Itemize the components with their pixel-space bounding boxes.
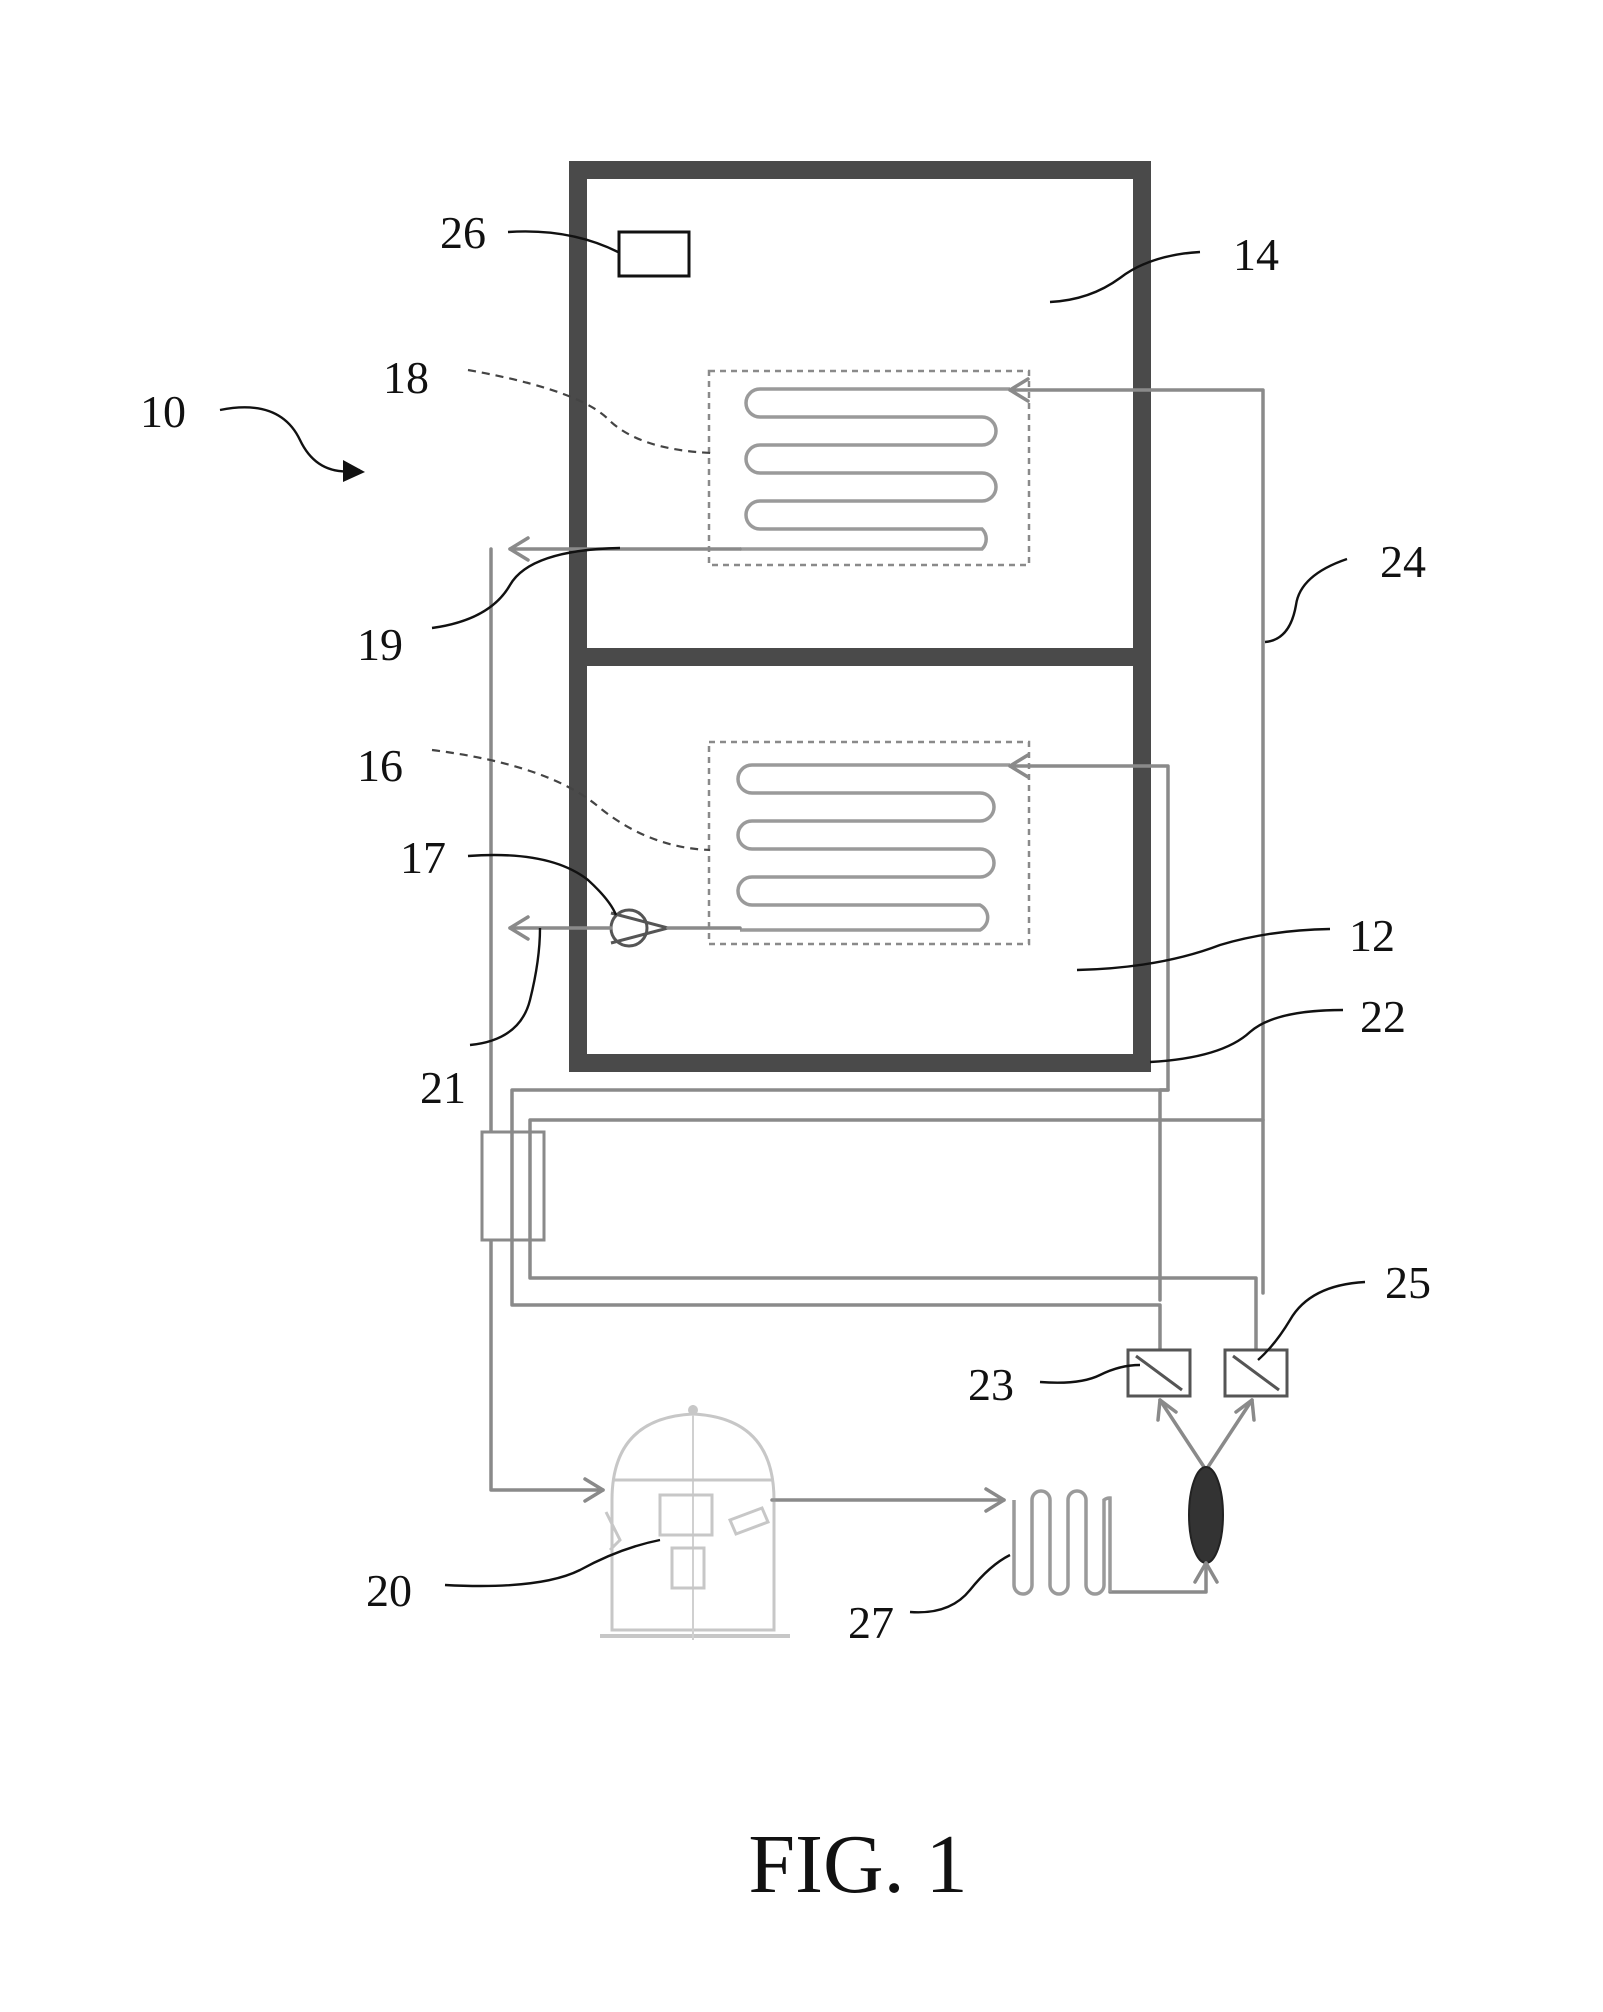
drier-inlet-arrow [1193, 1561, 1219, 1584]
compressor-motor [658, 1493, 714, 1537]
filter-drier [1188, 1466, 1224, 1564]
expansion-valve-lower [1126, 1348, 1192, 1398]
check-valve [609, 908, 742, 948]
drier-inlet-line [1108, 1561, 1208, 1594]
expansion-valve-upper [1223, 1348, 1289, 1398]
upper-evaporator-coil [740, 387, 1010, 551]
leader-12 [1076, 927, 1331, 972]
label-23: 23 [968, 1359, 1014, 1410]
compressor-inlet-fitting [604, 1511, 622, 1552]
suction-return-line [489, 547, 605, 1492]
leader-18 [467, 368, 713, 455]
compressor [600, 1405, 790, 1640]
leader-10-arrow [343, 460, 365, 482]
label-24: 24 [1380, 536, 1426, 587]
leader-24 [1264, 557, 1348, 644]
leader-21 [469, 927, 542, 1047]
lower-supply-arrow [1008, 753, 1030, 779]
leader-22 [1149, 1008, 1344, 1064]
upper-evaporator [707, 369, 1031, 567]
compressor-pump [670, 1546, 706, 1590]
label-10: 10 [140, 386, 186, 437]
label-27: 27 [848, 1597, 894, 1648]
refrigerator-cabinet [569, 161, 1151, 1072]
leader-19 [431, 546, 621, 630]
figure-caption: FIG. 1 [748, 1818, 967, 1911]
upper-suction-arrow [508, 536, 530, 562]
lower-evaporator [707, 740, 1031, 946]
lower-suction-arrow [508, 915, 530, 941]
leader-20 [444, 1538, 661, 1588]
label-18: 18 [383, 352, 429, 403]
lower-supply-hx-run [510, 1088, 1170, 1352]
label-20: 20 [366, 1565, 412, 1616]
lower-evaporator-boundary [707, 740, 1031, 946]
leader-25 [1257, 1280, 1366, 1361]
leader-lines [219, 230, 1366, 1614]
leader-10 [219, 406, 361, 473]
leader-27 [909, 1553, 1011, 1614]
condenser [1012, 1489, 1112, 1596]
leader-17 [467, 853, 618, 916]
label-26: 26 [440, 207, 486, 258]
label-21: 21 [420, 1062, 466, 1113]
label-17: 17 [400, 832, 446, 883]
compressor-inlet-arrow [583, 1477, 605, 1503]
upper-supply-arrow [1008, 377, 1030, 403]
valve-feed-right-arrow [1234, 1398, 1256, 1422]
compressor-top-terminal [688, 1405, 698, 1415]
expansion-valve-upper-slash [1232, 1354, 1280, 1392]
leader-16 [431, 748, 711, 852]
label-12: 12 [1349, 910, 1395, 961]
compressor-outlet-fitting [728, 1506, 770, 1536]
valve-feed-right [1204, 1398, 1254, 1472]
label-22: 22 [1360, 991, 1406, 1042]
leader-14 [1049, 250, 1201, 304]
valve-feed-left-arrow [1156, 1398, 1178, 1422]
condenser-coil [1012, 1489, 1112, 1596]
valve-feed-left [1158, 1398, 1208, 1472]
leader-23 [1039, 1363, 1141, 1384]
upper-supply-line [1008, 388, 1265, 1295]
discharge-arrow [984, 1487, 1006, 1513]
label-19: 19 [357, 619, 403, 670]
label-16: 16 [357, 740, 403, 791]
upper-supply-hx-run [528, 1118, 1265, 1352]
label-14: 14 [1233, 229, 1279, 280]
reference-numerals: 10 26 14 18 19 24 16 17 12 21 22 25 23 2… [140, 207, 1431, 1648]
cabinet-outer-wall [569, 161, 1151, 1072]
upper-evaporator-boundary [707, 369, 1031, 567]
label-25: 25 [1385, 1257, 1431, 1308]
leader-26 [507, 230, 619, 254]
controller-box [617, 230, 691, 278]
lower-evaporator-coil [736, 763, 1010, 932]
expansion-valve-lower-slash [1135, 1354, 1183, 1392]
